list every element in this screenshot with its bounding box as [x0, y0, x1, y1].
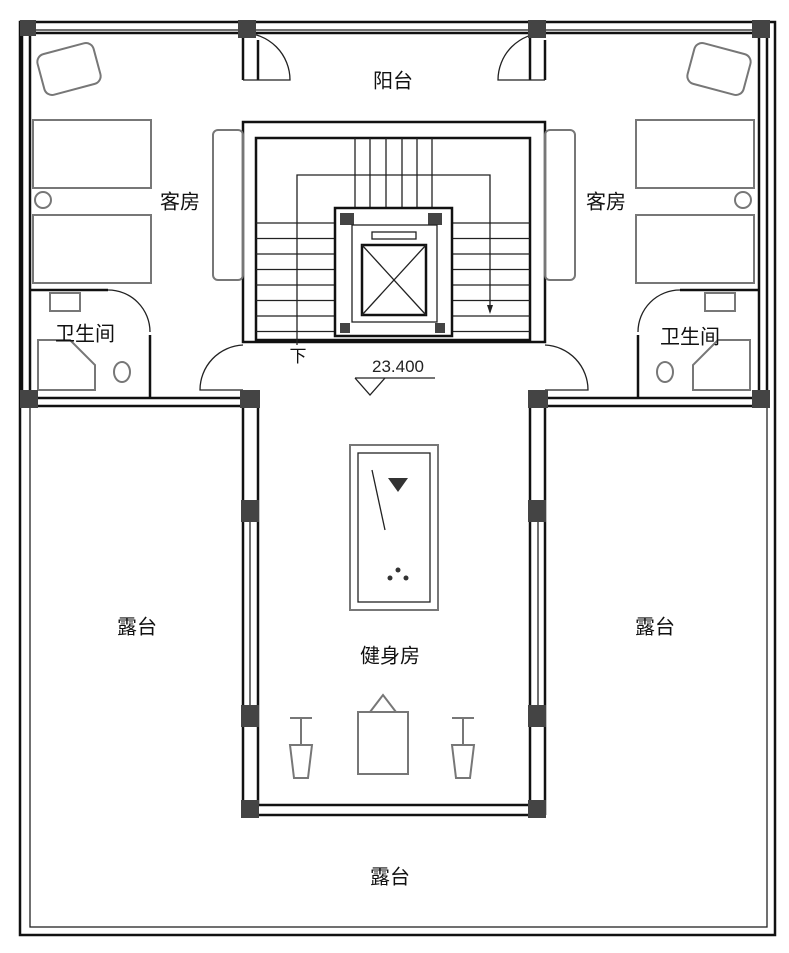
- elevator: [333, 206, 454, 338]
- room-label-terrace-right: 露台: [635, 615, 675, 639]
- billiard-table: [349, 444, 439, 611]
- door-swing: [497, 32, 546, 81]
- room-label-terrace-left: 露台: [117, 615, 157, 639]
- elevation-label: 23.400: [372, 357, 424, 376]
- gym-walls: [241, 398, 547, 817]
- elevation-marker: 23.400: [354, 357, 435, 396]
- room-label-guest-left: 客房: [160, 190, 200, 214]
- room-label-terrace-bottom: 露台: [370, 865, 410, 889]
- room-label-bath-right: 卫生间: [660, 325, 720, 349]
- door-swing-left: [199, 344, 244, 391]
- room-label-gym: 健身房: [360, 644, 420, 668]
- door-swing-right: [544, 344, 589, 391]
- gym-equipment: [288, 693, 476, 779]
- outer-boundary: [18, 20, 777, 937]
- outer-parapet: [29, 29, 768, 928]
- stairwell: [241, 120, 547, 345]
- door-swing: [242, 32, 291, 81]
- guest-room-walls: [20, 33, 770, 408]
- structural-columns: [20, 20, 770, 818]
- room-label-bath-left: 卫生间: [55, 322, 115, 346]
- stair-direction-label: 下: [290, 347, 307, 367]
- bathroom-fixtures: [37, 292, 751, 391]
- room-label-guest-right: 客房: [586, 190, 626, 214]
- furniture-beds: [32, 42, 755, 284]
- room-label-balcony: 阳台: [373, 69, 413, 93]
